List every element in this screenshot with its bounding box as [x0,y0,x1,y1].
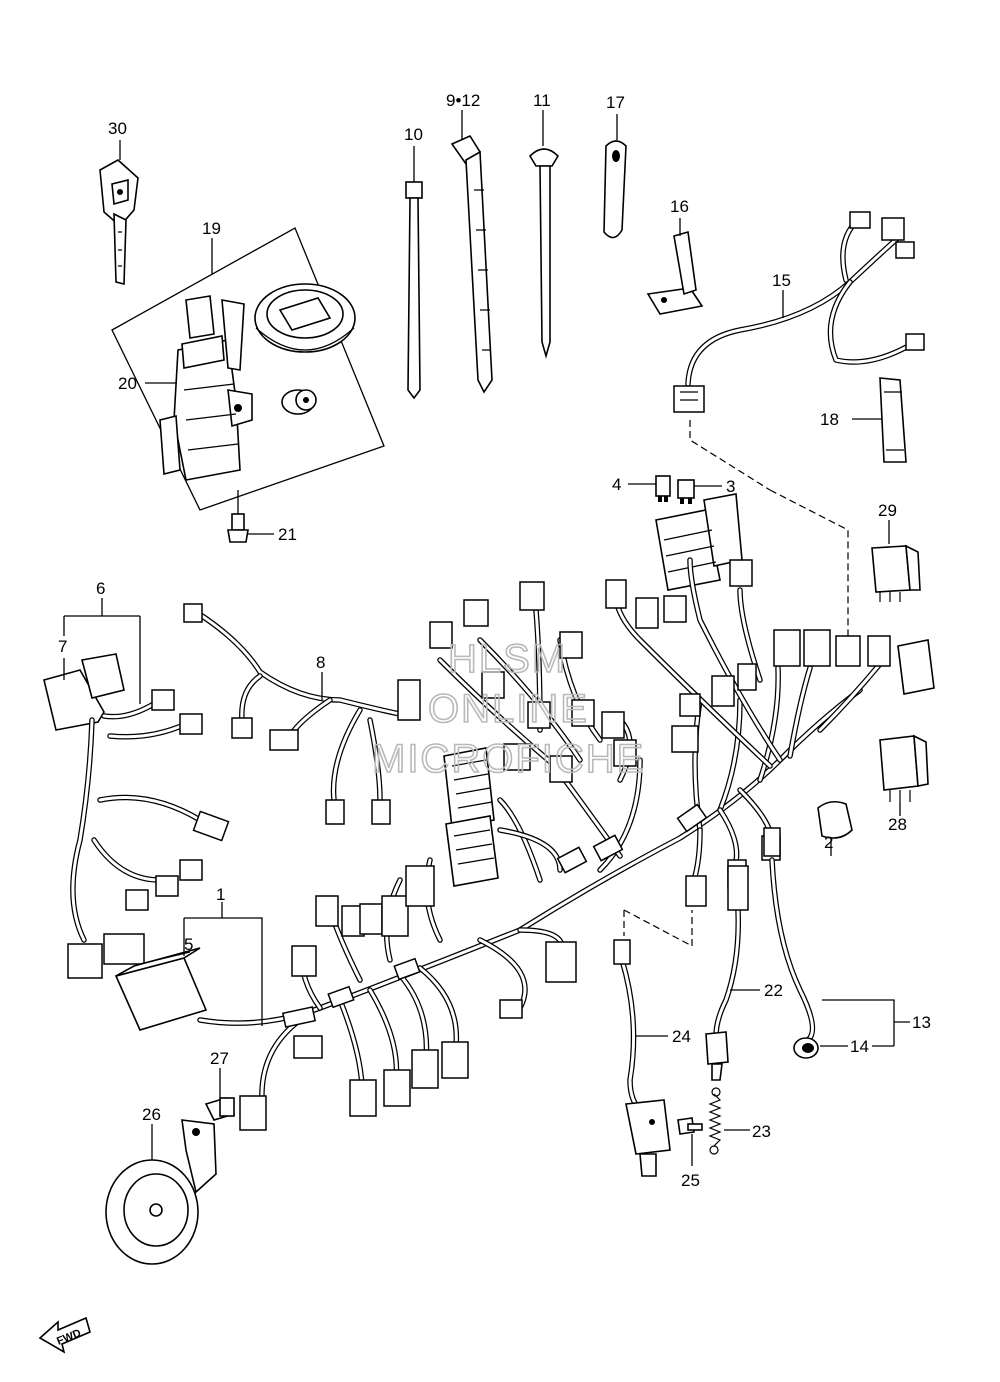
clamp-11[interactable] [528,148,560,359]
fuse-box[interactable] [655,493,743,591]
dash-24 [623,909,693,947]
label-7: 7 [58,637,67,656]
label-30: 30 [108,119,127,138]
bracket-1 [183,917,263,1026]
label-15: 15 [772,271,791,290]
fuse-4[interactable] [655,475,671,502]
label-9-12: 9•12 [446,91,480,110]
watermark-line3: MICROFICHE [372,737,645,781]
band-17[interactable] [603,140,627,239]
label-20: 20 [118,374,137,393]
label-14: 14 [850,1037,869,1056]
label-1: 1 [216,885,225,904]
switch-24[interactable] [613,939,671,1177]
bracket-13 [822,999,910,1046]
relay-29[interactable] [871,544,921,602]
watermark-line2: ONLINE [428,687,589,731]
ecu-connector-upper[interactable] [443,747,495,829]
label-13: 13 [912,1013,931,1032]
label-3: 3 [726,477,735,496]
label-17: 17 [606,93,625,112]
label-8: 8 [316,653,325,672]
horn-26[interactable] [105,1119,217,1265]
sensor-13[interactable] [763,827,819,1059]
clamp-9-12[interactable] [450,134,493,394]
label-26: 26 [142,1105,161,1124]
strap-18[interactable] [879,377,907,463]
label-28: 28 [888,815,907,834]
label-16: 16 [670,197,689,216]
ecu-connector-lower[interactable] [445,815,499,887]
label-10: 10 [404,125,423,144]
label-2: 2 [824,833,833,852]
label-21: 21 [278,525,297,544]
dash-15-a [689,420,771,491]
screw-25[interactable] [677,1117,703,1135]
ignition-switch[interactable] [159,295,253,481]
sub-harness-6[interactable] [43,653,230,979]
label-27: 27 [210,1049,229,1068]
sub-harness-15[interactable] [673,211,925,413]
switch-22[interactable] [705,865,749,1081]
label-25: 25 [681,1171,700,1190]
seat-lock[interactable] [281,389,317,415]
label-5: 5 [184,935,193,954]
label-24: 24 [672,1027,691,1046]
spring-23[interactable] [708,1087,722,1155]
label-18: 18 [820,410,839,429]
label-11: 11 [533,91,551,110]
label-19: 19 [202,219,221,238]
fwd-arrow-icon [38,1316,91,1354]
label-22: 22 [764,981,783,1000]
watermark-line1: HLSM [448,637,567,681]
bolt-27[interactable] [204,1097,236,1121]
fuel-tank-cap[interactable] [254,283,356,353]
screw-21[interactable] [227,513,249,543]
fuse-3[interactable] [677,479,695,504]
connector-cluster-bottom[interactable] [239,865,577,1131]
ignition-key[interactable] [99,159,139,286]
set-box-19 [111,227,385,511]
connector-cluster-top[interactable] [429,559,935,907]
label-4: 4 [612,475,621,494]
ecu-box-5[interactable] [114,947,208,1031]
dash-15-b [769,489,849,640]
label-23: 23 [752,1122,771,1141]
relay-cover-2[interactable] [817,800,853,839]
sub-harness-8[interactable] [183,603,421,825]
label-6: 6 [96,579,105,598]
relay-28[interactable] [879,734,929,802]
label-29: 29 [878,501,897,520]
clamp-16[interactable] [646,230,704,315]
cable-tie-10[interactable] [405,181,423,400]
